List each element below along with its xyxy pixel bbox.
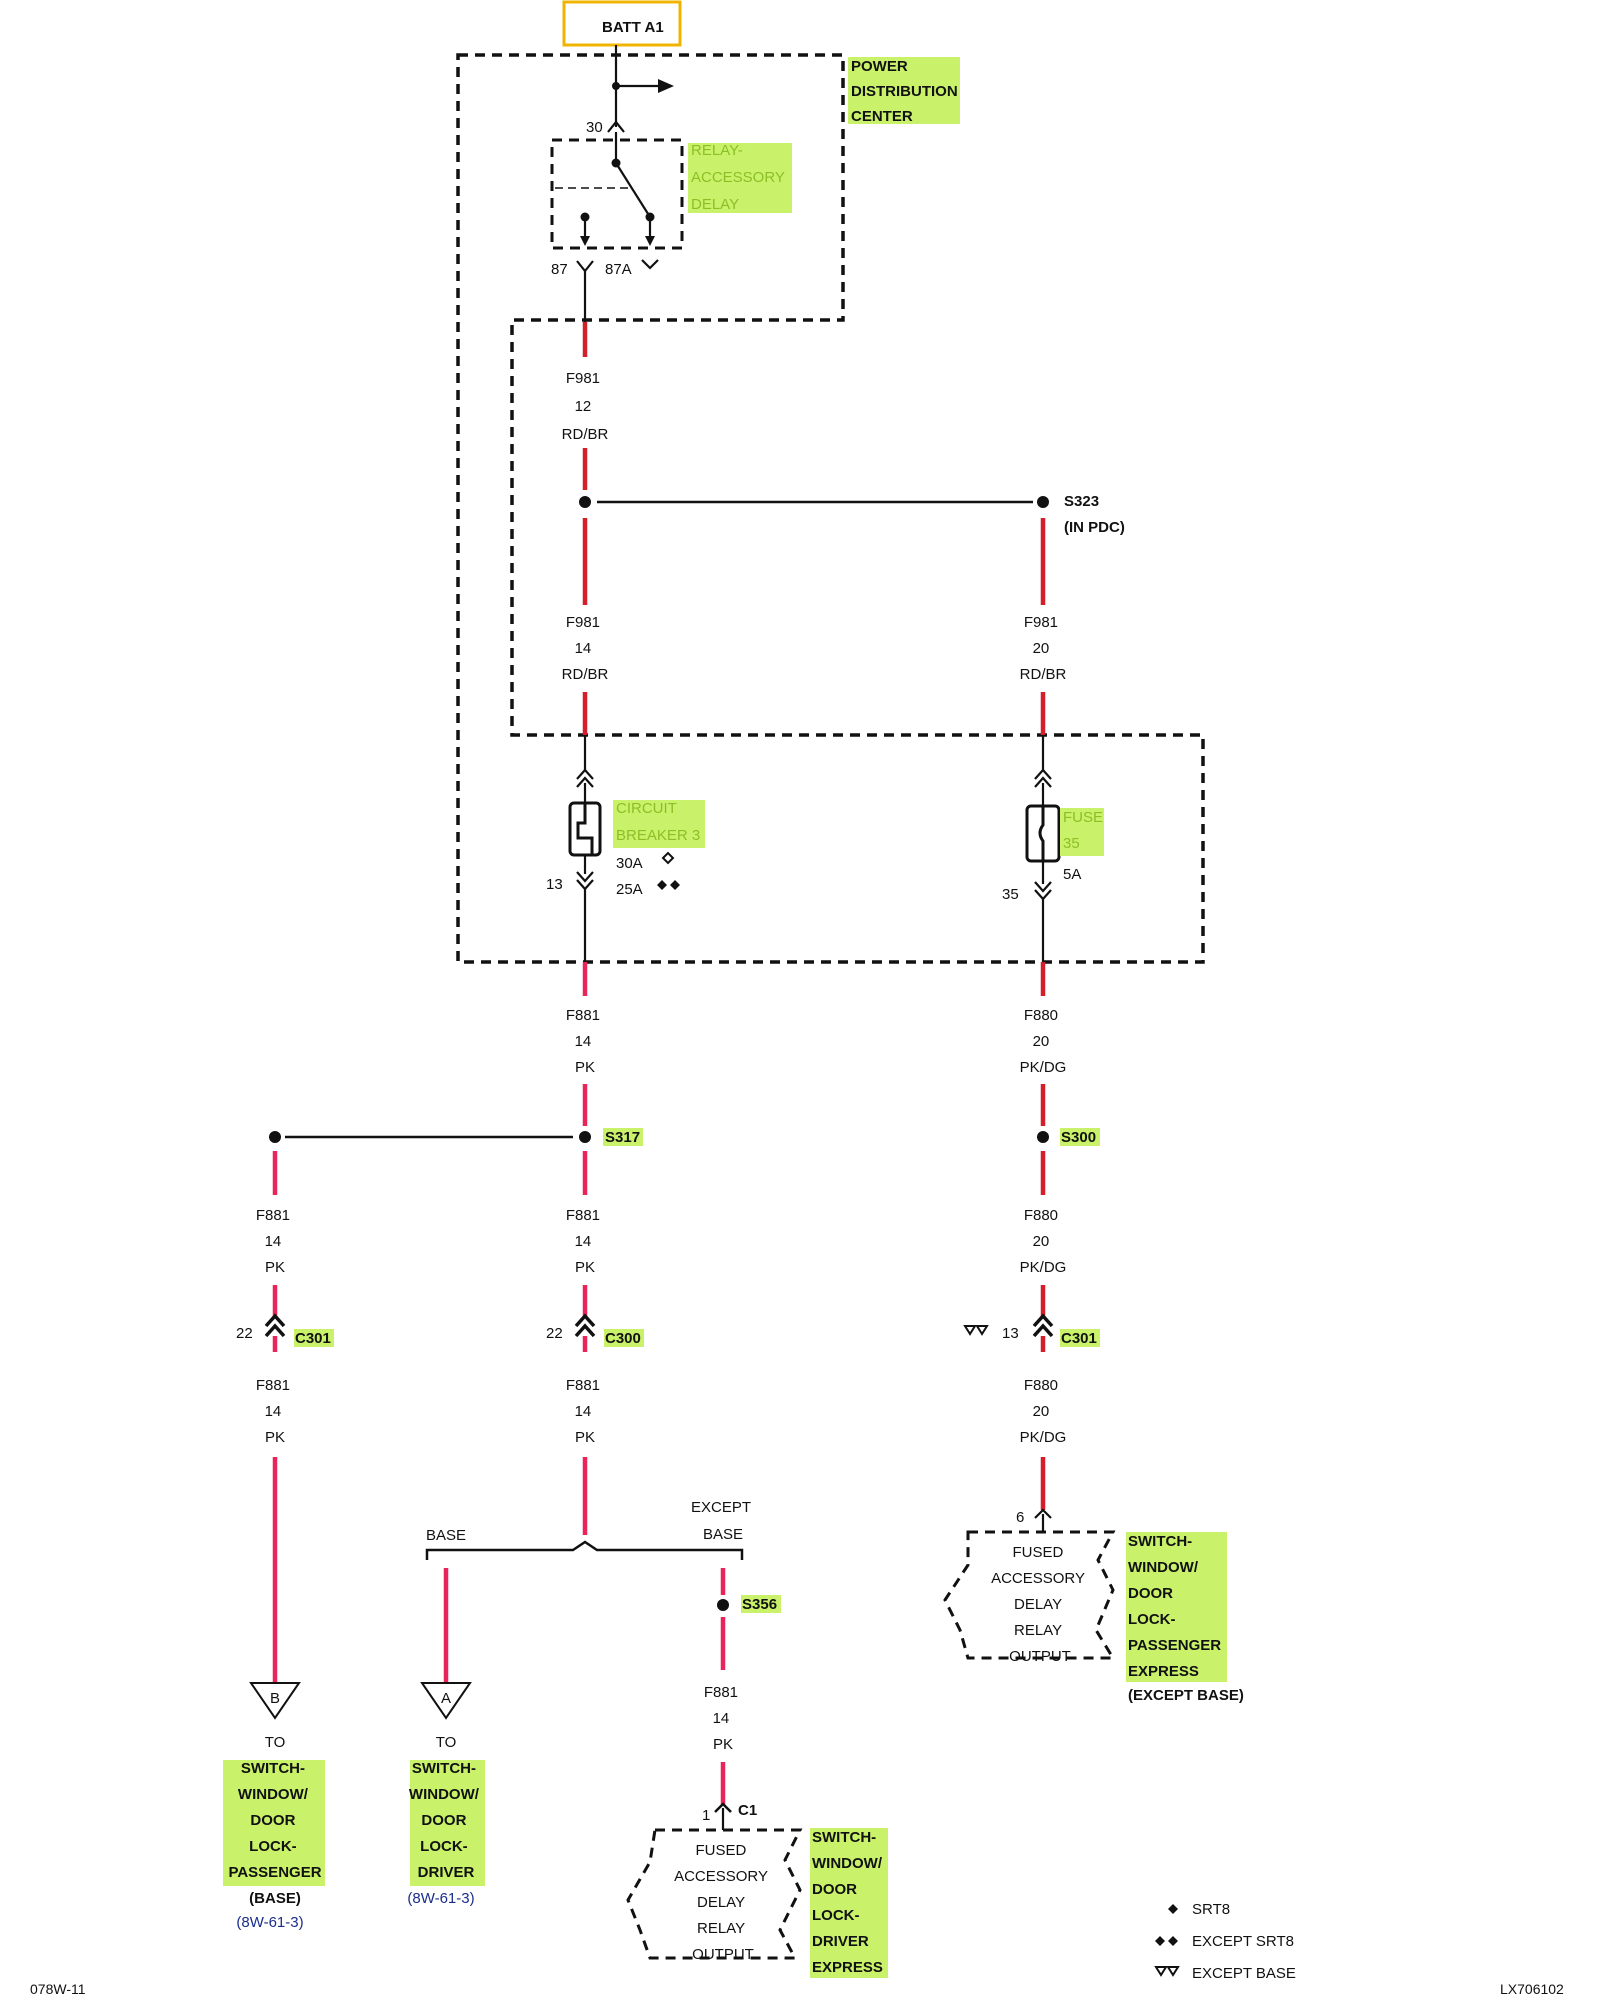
ref-a-dest: SWITCH- WINDOW/ DOOR LOCK- DRIVER <box>409 1760 483 1881</box>
splice-s300-node <box>1037 1131 1049 1143</box>
footer-code-right: LX706102 <box>1500 1981 1564 1997</box>
ref-a-to: TO <box>436 1734 457 1751</box>
wire-label-w5: F880 20 PK/DG <box>1020 1007 1067 1076</box>
comp-right-note: (EXCEPT BASE) <box>1128 1687 1244 1704</box>
wire-label-w9: F881 14 PK <box>256 1377 294 1446</box>
fuse-highlight <box>1060 808 1104 856</box>
splice-node-left <box>579 496 591 508</box>
pdc-label: POWER DISTRIBUTION CENTER <box>851 58 962 125</box>
ref-a-triangle <box>420 1682 472 1720</box>
connector-c301-left-pin: 22 <box>236 1325 253 1342</box>
fuse-label: FUSE 35 <box>1063 809 1107 852</box>
fused-output-right: FUSED ACCESSORY DELAY RELAY OUTPUT <box>991 1544 1089 1665</box>
ref-b-page[interactable]: (8W-61-3) <box>236 1914 303 1931</box>
wire-label-w3: F981 20 RD/BR <box>1020 614 1067 683</box>
connector-c1-icon <box>714 1802 732 1813</box>
legend-except-base: EXCEPT BASE <box>1192 1965 1296 1982</box>
wire-label-w6: F881 14 PK <box>256 1207 294 1276</box>
fuse-pin: 35 <box>1002 886 1019 903</box>
wire-label-w10: F881 14 PK <box>566 1377 604 1446</box>
comp-right-name: SWITCH- WINDOW/ DOOR LOCK- PASSENGER EXP… <box>1128 1533 1225 1680</box>
batt-label: BATT A1 <box>602 19 664 36</box>
component-bottom-outline <box>626 1828 803 1960</box>
breaker-label: CIRCUIT BREAKER 3 <box>616 800 700 844</box>
ref-b-letter: B <box>270 1690 280 1707</box>
splice-s323-node <box>1037 496 1049 508</box>
connector-c301-right-pin: 13 <box>1002 1325 1019 1342</box>
breaker-pin: 13 <box>546 876 563 893</box>
ref-b-dest: SWITCH- WINDOW/ DOOR LOCK- PASSENGER <box>228 1760 321 1881</box>
breaker-rating-30a: 30A <box>616 855 643 872</box>
ref-a-letter: A <box>441 1690 451 1707</box>
pdc-outline <box>456 53 1205 964</box>
connector-c300-pin: 22 <box>546 1325 563 1342</box>
wire-label-w8: F880 20 PK/DG <box>1020 1207 1067 1276</box>
branch-bracket <box>425 1540 744 1560</box>
ref-a-page[interactable]: (8W-61-3) <box>407 1890 474 1907</box>
branch-except-label: EXCEPT BASE <box>691 1499 755 1543</box>
splice-s356-node <box>717 1599 729 1611</box>
splice-s317-node <box>579 1131 591 1143</box>
relay-highlight <box>688 143 792 213</box>
ref-b-highlight <box>223 1760 325 1886</box>
connector-c301-left-icon <box>264 1313 286 1338</box>
splice-left-node <box>269 1131 281 1143</box>
ref-a-highlight <box>410 1760 485 1886</box>
connector-c300-label: C300 <box>605 1330 641 1347</box>
batt-box <box>562 0 682 47</box>
connector-c1-pin: 1 <box>702 1807 710 1824</box>
breaker-rating-25a: 25A <box>616 881 643 898</box>
splice-s323-label: S323 (IN PDC) <box>1064 493 1125 536</box>
footer-code-left: 078W-11 <box>30 1981 86 1997</box>
relay-pin-87a: 87A <box>605 261 632 278</box>
wire-label-w11: F880 20 PK/DG <box>1020 1377 1067 1446</box>
wire-label-w2: F981 14 RD/BR <box>562 614 609 683</box>
wire-label-w4: F881 14 PK <box>566 1007 604 1076</box>
arrow-right-icon <box>658 79 674 93</box>
relay-switch-arm <box>615 162 651 218</box>
fused-output-bottom: FUSED ACCESSORY DELAY RELAY OUTPUT <box>674 1842 772 1963</box>
ref-b-to: TO <box>265 1734 286 1751</box>
triangle-icon <box>963 1325 989 1336</box>
legend-srt8: SRT8 <box>1192 1901 1230 1918</box>
diamond-icon <box>1155 1936 1178 1946</box>
wire-label-w12: F881 14 PK <box>704 1684 742 1753</box>
connector-c1-label: C1 <box>738 1802 757 1819</box>
branch-base-label: BASE <box>426 1527 466 1544</box>
wire-label-w1: F981 12 RD/BR <box>562 370 609 443</box>
comp-bottom-name: SWITCH- WINDOW/ DOOR LOCK- DRIVER EXPRES… <box>812 1829 886 1976</box>
wire-label-w7: F881 14 PK <box>566 1207 604 1276</box>
comp-right-highlight <box>1126 1532 1227 1682</box>
relay-pin-87: 87 <box>551 261 568 278</box>
splice-s356-label: S356 <box>742 1596 777 1613</box>
legend-except-srt8: EXCEPT SRT8 <box>1192 1933 1294 1950</box>
fuse-rating: 5A <box>1063 866 1081 883</box>
relay-label: RELAY- ACCESSORY DELAY <box>691 142 789 213</box>
ref-b-triangle <box>249 1682 301 1720</box>
pdc-highlight <box>848 57 960 124</box>
diamond-icon <box>1168 1904 1178 1914</box>
connector-c300-icon <box>574 1313 596 1338</box>
connector-c301-left-label: C301 <box>295 1330 331 1347</box>
splice-s317-label: S317 <box>605 1129 640 1146</box>
diamond-icon <box>657 880 680 890</box>
splice-s300-label: S300 <box>1061 1129 1096 1146</box>
triangle-icon <box>1154 1966 1180 1977</box>
comp-bottom-highlight <box>810 1828 888 1978</box>
connector-c301-right-icon <box>1032 1313 1054 1338</box>
comp-right-pin: 6 <box>1016 1509 1024 1526</box>
relay-pin-30: 30 <box>586 119 603 136</box>
connector-c301-right-label: C301 <box>1061 1330 1097 1347</box>
diamond-icon <box>661 851 675 865</box>
breaker-highlight <box>613 800 705 848</box>
ref-b-note: (BASE) <box>249 1890 301 1907</box>
